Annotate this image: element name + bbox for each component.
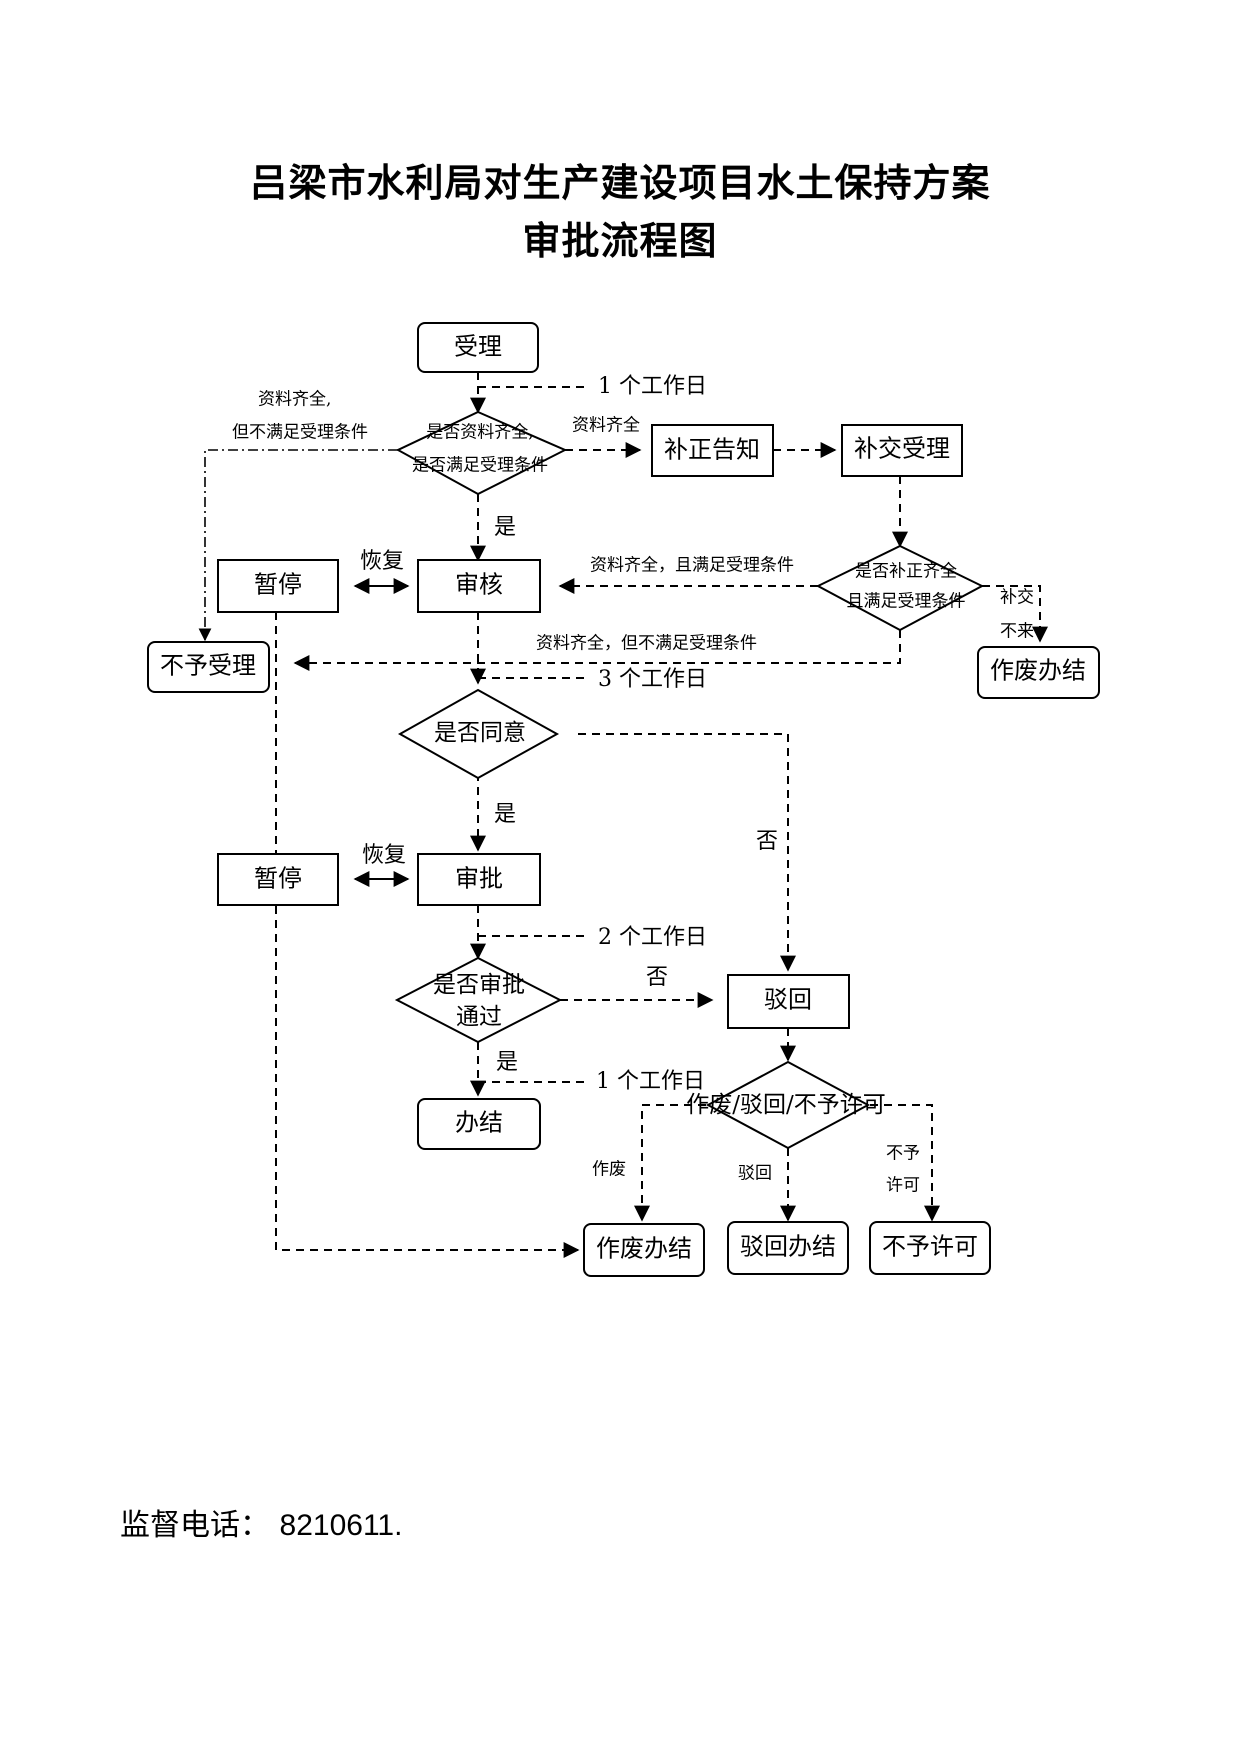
page-title-line2: 审批流程图 [522, 218, 718, 263]
label-not-permit-1: 不予 [886, 1144, 920, 1164]
node-void-close1-label: 作废办结 [990, 657, 1086, 685]
decision4-line1: 是否审批 [433, 972, 525, 998]
label-complete-not-ok: 资料齐全，但不满足受理条件 [536, 634, 757, 654]
edge-agree-no-to-return [578, 733, 796, 972]
decision-void-return-deny [705, 1060, 871, 1150]
edge-to-not-permit [856, 1104, 940, 1222]
node-not-permit-label: 不予许可 [882, 1233, 978, 1261]
node-review-label: 审核 [455, 571, 503, 599]
node-pause2-label: 暂停 [254, 865, 302, 893]
node-approve-label: 审批 [455, 865, 503, 893]
node-pause1-label: 暂停 [254, 571, 302, 599]
label-resubmit-none-2: 不来 [1000, 622, 1034, 642]
decision4-line2: 通过 [456, 1004, 502, 1030]
node-void-close-1 [977, 646, 1100, 699]
edge-check2-to-reject [293, 630, 901, 671]
node-accept [417, 322, 539, 373]
decision-correction-complete [815, 544, 985, 632]
label-not-permit-2: 许可 [886, 1176, 920, 1196]
label-complete-left-2: 但不满足受理条件 [232, 423, 368, 443]
label-complete-ok: 资料齐全，且满足受理条件 [590, 556, 794, 576]
label-complete-right: 资料齐全 [572, 416, 640, 436]
node-not-permit [869, 1221, 991, 1275]
node-resubmit-accept [841, 424, 963, 477]
label-day1-top: 1 个工作日 [598, 374, 707, 399]
node-return-close [727, 1221, 849, 1275]
node-close-label: 办结 [455, 1109, 503, 1137]
node-approve [417, 853, 541, 906]
node-review [417, 559, 541, 613]
label-resume-1: 恢复 [360, 549, 404, 574]
node-correction-notice [651, 424, 774, 477]
node-return [727, 974, 850, 1029]
edge-pause-to-void [275, 612, 580, 1258]
node-reject-accept [147, 641, 270, 693]
decision2-line2: 且满足受理条件 [847, 592, 966, 612]
node-return-label: 驳回 [764, 986, 812, 1014]
decision3-label: 是否同意 [434, 720, 526, 746]
node-close [417, 1098, 541, 1150]
edge-to-void-close [634, 1104, 720, 1222]
label-resubmit-none-1: 补交 [1000, 588, 1034, 608]
node-pause-2 [217, 853, 339, 906]
decision-complete-qualified [395, 410, 568, 496]
node-resubmit-label: 补交受理 [854, 435, 950, 463]
decision1-line1: 是否资料齐全, [426, 423, 533, 443]
edge-check2-to-void [982, 585, 1048, 643]
node-correction-label: 补正告知 [664, 436, 760, 464]
decision1-line2: 是否满足受理条件 [412, 456, 548, 476]
node-pause-1 [217, 559, 339, 613]
node-void-close-2 [583, 1223, 705, 1277]
label-day1-bottom: 1 个工作日 [596, 1069, 705, 1094]
node-void-close2-label: 作废办结 [596, 1235, 692, 1263]
label-day2: 2 个工作日 [598, 925, 707, 950]
phone-number: 8210611. [279, 1509, 403, 1542]
supervision-phone: 监督电话： 8210611. [120, 1500, 402, 1544]
label-yes-1: 是 [494, 515, 516, 540]
label-return: 驳回 [738, 1164, 772, 1184]
decision-approved [394, 956, 563, 1044]
label-day3: 3 个工作日 [598, 667, 707, 692]
decision2-line1: 是否补正齐全 [855, 562, 957, 582]
node-reject-accept-label: 不予受理 [160, 652, 256, 680]
approval-flowchart: 受理 是否资料齐全, 是否满足受理条件 补正告知 补交受理 暂停 审核 是否补正… [147, 322, 1100, 1277]
node-accept-label: 受理 [454, 333, 502, 361]
decision5-label: 作废/驳回/不予许可 [686, 1092, 886, 1118]
label-resume-2: 恢复 [362, 843, 406, 868]
label-no-2: 否 [646, 965, 668, 990]
label-yes-3: 是 [496, 1050, 518, 1075]
decision-agree [397, 688, 560, 780]
page-title-line1: 吕梁市水利局对生产建设项目水土保持方案 [249, 160, 991, 205]
label-complete-left-1: 资料齐全, [258, 390, 331, 410]
label-no-1: 否 [756, 829, 778, 854]
edge-to-reject-accept [198, 449, 398, 642]
node-return-close-label: 驳回办结 [740, 1233, 836, 1261]
phone-label: 监督电话： [120, 1508, 270, 1543]
label-void: 作废 [592, 1160, 626, 1180]
label-yes-2: 是 [494, 802, 516, 827]
